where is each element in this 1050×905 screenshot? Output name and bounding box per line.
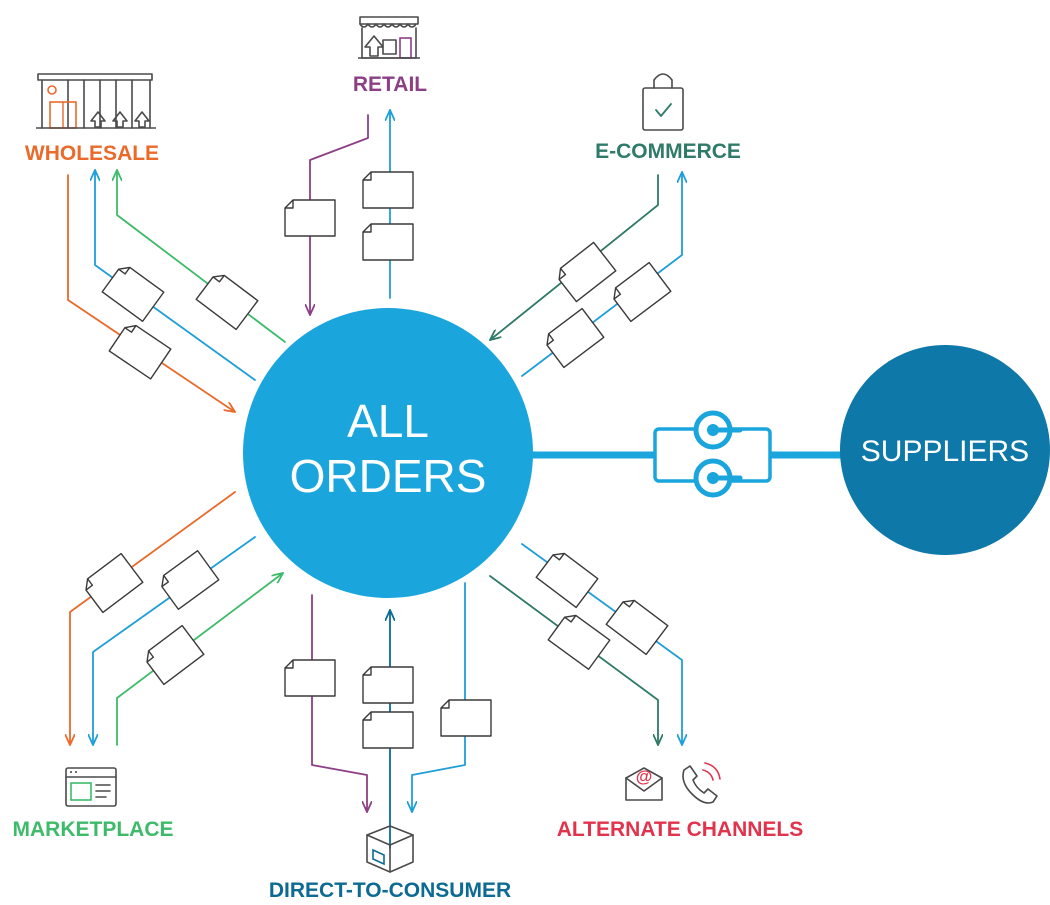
storefront-icon bbox=[358, 16, 420, 59]
document-icon bbox=[284, 659, 336, 697]
phone-icon bbox=[682, 762, 721, 804]
document-icon bbox=[613, 261, 672, 323]
warehouse-icon bbox=[36, 73, 156, 129]
shopping-bag-icon bbox=[642, 73, 684, 131]
order-documents bbox=[85, 171, 672, 749]
document-icon bbox=[362, 171, 414, 209]
document-icon bbox=[195, 274, 259, 331]
ecommerce-label: E-COMMERCE bbox=[595, 140, 741, 163]
document-icon bbox=[547, 614, 611, 670]
document-icon bbox=[284, 199, 336, 237]
retail-label: RETAIL bbox=[353, 73, 427, 96]
hub-title-line2: ORDERS bbox=[290, 450, 487, 502]
document-icon bbox=[101, 266, 165, 322]
document-icon bbox=[85, 552, 144, 614]
document-icon bbox=[535, 552, 599, 609]
document-icon bbox=[108, 324, 172, 380]
all-orders-hub: ALL ORDERS bbox=[243, 308, 533, 598]
document-icon bbox=[362, 223, 414, 261]
hub-to-direct-purple-line bbox=[311, 594, 367, 813]
sync-cycle-icon bbox=[693, 410, 743, 498]
marketplace-to-hub-line bbox=[116, 572, 284, 746]
document-icon bbox=[146, 624, 205, 686]
document-icon bbox=[440, 699, 492, 737]
package-box-icon bbox=[366, 825, 414, 873]
suppliers-label: SUPPLIERS bbox=[861, 435, 1029, 468]
ecommerce-to-hub-line bbox=[489, 174, 659, 341]
hub-to-marketplace-orange-line bbox=[70, 491, 236, 746]
marketplace-label: MARKETPLACE bbox=[13, 818, 174, 841]
hub-to-direct-blue-line bbox=[412, 582, 466, 813]
document-icon bbox=[546, 307, 605, 369]
wholesale-to-hub-line bbox=[67, 174, 236, 413]
direct-to-consumer-label: DIRECT-TO-CONSUMER bbox=[269, 879, 511, 902]
document-icon bbox=[362, 711, 414, 749]
alternate-channels-label: ALTERNATE CHANNELS bbox=[557, 818, 804, 841]
wholesale-label: WHOLESALE bbox=[25, 142, 159, 165]
hub-to-wholesale-blue-line bbox=[95, 169, 256, 381]
hub-to-alternate-green-line bbox=[489, 575, 658, 746]
browser-window-icon bbox=[65, 767, 117, 807]
hub-circle bbox=[243, 308, 533, 598]
svg-text:@: @ bbox=[636, 767, 653, 786]
suppliers-node: SUPPLIERS bbox=[840, 345, 1050, 555]
suppliers-circle bbox=[840, 345, 1050, 555]
email-icon: @ bbox=[625, 767, 663, 801]
supplier-connector bbox=[520, 410, 845, 498]
hub-title-line1: ALL bbox=[347, 395, 429, 447]
document-icon bbox=[161, 550, 220, 610]
document-icon bbox=[362, 666, 414, 704]
document-icon bbox=[605, 599, 669, 656]
document-icon bbox=[558, 241, 617, 303]
retail-to-hub-line bbox=[310, 114, 369, 316]
